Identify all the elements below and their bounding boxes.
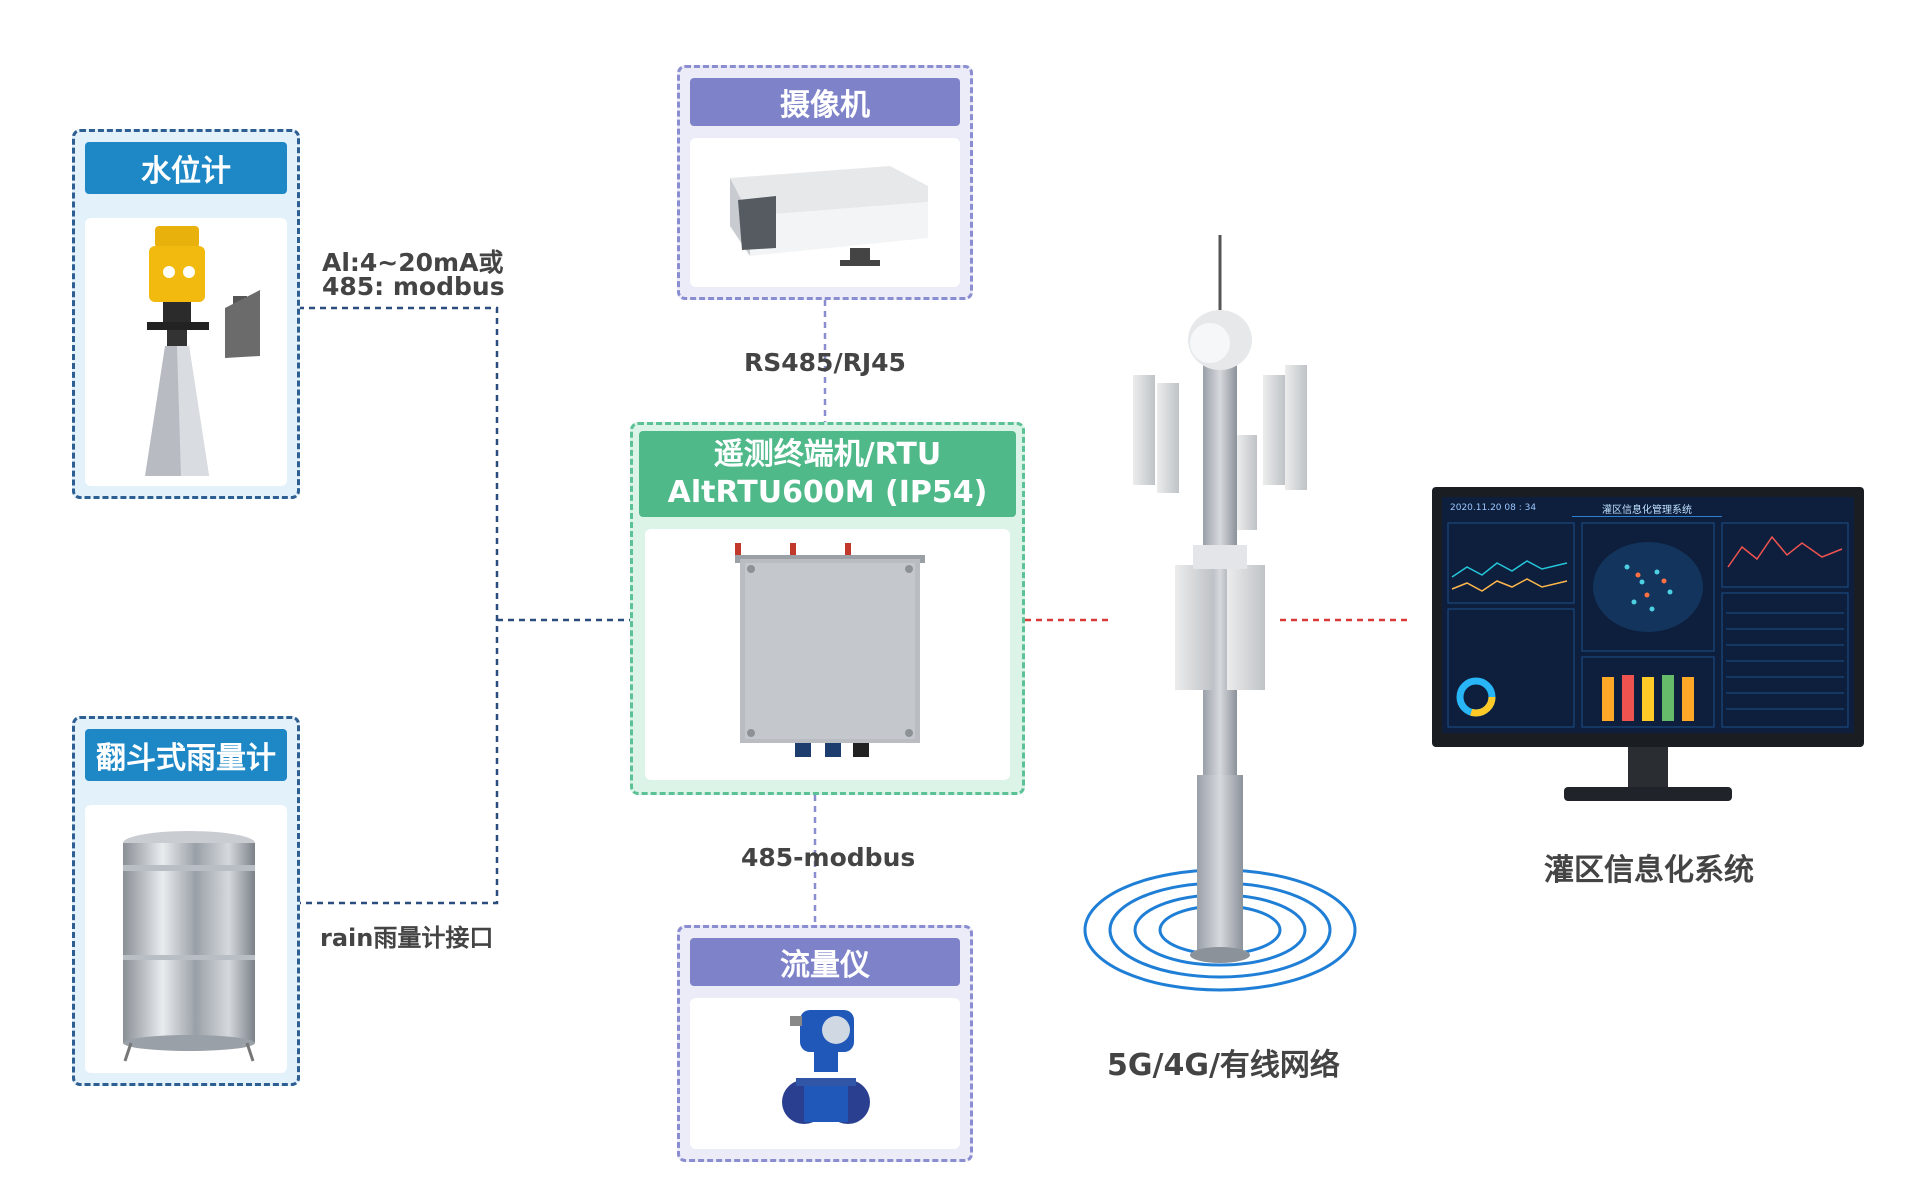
monitor: 2020.11.20 08 : 34 灌区信息化管理系统 xyxy=(1432,487,1864,817)
camera-image xyxy=(690,138,960,287)
water-level-interface-line1: Al:4~20mA或 xyxy=(322,248,504,277)
network-label: 5G/4G/有线网络 xyxy=(1107,1048,1340,1083)
rtu-node: 遥测终端机/RTU AltRTU600M (IP54) xyxy=(630,422,1025,795)
water-level-title: 水位计 xyxy=(85,142,287,194)
camera-title: 摄像机 xyxy=(690,78,960,126)
monitor-screen: 2020.11.20 08 : 34 灌区信息化管理系统 xyxy=(1442,497,1854,733)
camera-icon xyxy=(730,166,928,266)
rtu-image xyxy=(645,529,1010,780)
rain-gauge-icon xyxy=(123,831,255,1062)
rain-gauge-node: 翻斗式雨量计 xyxy=(72,716,300,1086)
flowmeter-icon xyxy=(782,1010,870,1124)
water-level-node: 水位计 xyxy=(72,129,300,499)
water-level-image xyxy=(85,218,287,486)
rain-gauge-image xyxy=(85,805,287,1073)
monitor-frame: 2020.11.20 08 : 34 灌区信息化管理系统 xyxy=(1432,487,1864,747)
rtu-box-icon xyxy=(735,543,925,757)
link-water-level xyxy=(298,306,499,905)
monitor-base xyxy=(1564,787,1732,801)
flowmeter-node: 流量仪 xyxy=(677,925,973,1162)
flow-interface-label: 485-modbus xyxy=(741,843,916,872)
screen-dashboard xyxy=(1447,522,1849,728)
rtu-title: 遥测终端机/RTU AltRTU600M (IP54) xyxy=(639,431,1016,517)
screen-time: 2020.11.20 08 : 34 xyxy=(1450,503,1537,513)
rtu-title-line2: AltRTU600M (IP54) xyxy=(667,475,988,510)
rain-gauge-title: 翻斗式雨量计 xyxy=(85,729,287,781)
rain-interface-label: rain雨量计接口 xyxy=(320,924,494,952)
camera-interface-label: RS485/RJ45 xyxy=(744,348,906,377)
flowmeter-title: 流量仪 xyxy=(690,938,960,986)
rtu-title-line1: 遥测终端机/RTU xyxy=(713,437,942,472)
camera-node: 摄像机 xyxy=(677,65,973,300)
monitor-neck xyxy=(1628,747,1668,791)
system-label: 灌区信息化系统 xyxy=(1544,853,1754,888)
water-level-interface-line2: 485: modbus xyxy=(322,272,505,301)
cell-tower-icon xyxy=(1083,235,1357,992)
screen-title: 灌区信息化管理系统 xyxy=(1572,501,1722,517)
flowmeter-image xyxy=(690,998,960,1149)
water-level-radar-icon xyxy=(145,226,260,476)
